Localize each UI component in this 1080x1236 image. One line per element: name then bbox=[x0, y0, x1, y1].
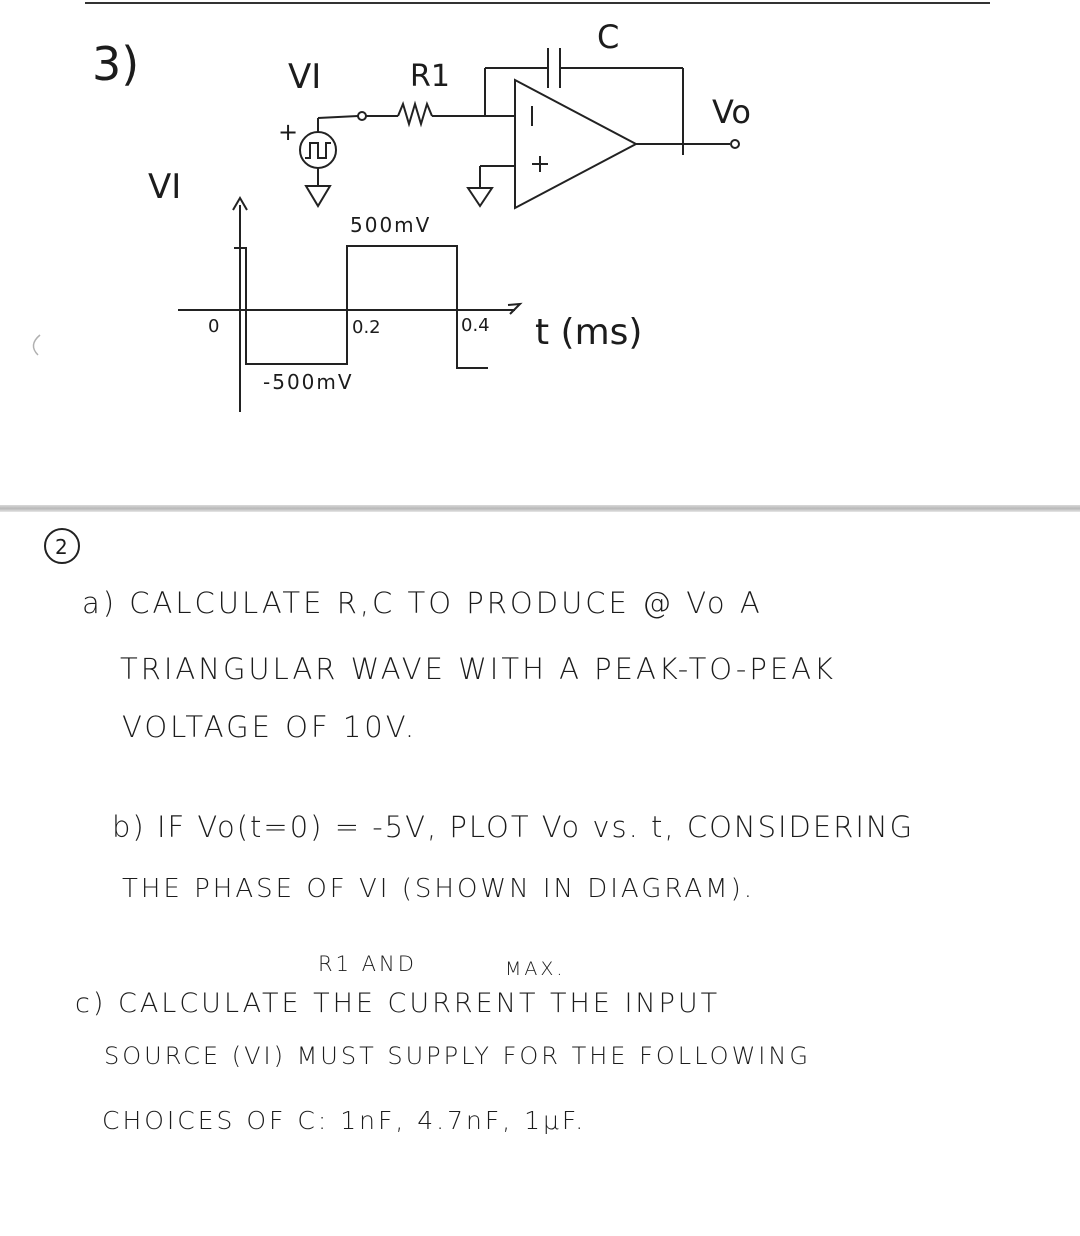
waveform-t2-label: 0.4 bbox=[461, 315, 490, 336]
part-b-line-2: THE PHASE OF VI (SHOWN IN DIAGRAM). bbox=[122, 874, 756, 904]
part-c-line-2: SOURCE (VI) MUST SUPPLY FOR THE FOLLOWIN… bbox=[104, 1042, 811, 1070]
part-c-line-1: c) CALCULATE THE CURRENT THE INPUT bbox=[75, 988, 721, 1019]
part-c-insert-max: MAX. bbox=[505, 958, 566, 980]
part-a-line-2: TRIANGULAR WAVE WITH A PEAK-TO-PEAK bbox=[120, 652, 837, 686]
vi-axis-label: VI bbox=[148, 167, 181, 207]
part-a-line-1: a) CALCULATE R,C TO PRODUCE @ Vo A bbox=[82, 586, 763, 620]
circuit-and-waveform-figure: 3) VI R1 C Vo + VI bbox=[32, 2, 990, 412]
part-b-line-1: b) IF Vo(t=0) = -5V, PLOT Vo vs. t, CONS… bbox=[112, 810, 915, 844]
margin-mark bbox=[32, 334, 41, 356]
waveform-high-label: 500mV bbox=[350, 213, 431, 237]
problem-3-number: 3) bbox=[92, 37, 139, 91]
r1-label: R1 bbox=[410, 59, 450, 94]
capacitor-c-icon bbox=[484, 48, 684, 155]
problem-2-number: 2 bbox=[55, 535, 68, 559]
part-a-line-3: VOLTAGE OF 10V. bbox=[122, 710, 418, 744]
vo-label: Vo bbox=[712, 93, 751, 131]
sheet-divider bbox=[0, 505, 1080, 512]
vi-source-label: VI bbox=[288, 57, 321, 97]
resistor-r1-icon bbox=[366, 100, 485, 128]
time-axis-label: t (ms) bbox=[535, 312, 642, 353]
waveform-t1-label: 0.2 bbox=[352, 317, 381, 338]
part-c-line-3: CHOICES OF C: 1nF, 4.7nF, 1μF. bbox=[102, 1106, 587, 1135]
waveform-t0-label: 0 bbox=[208, 316, 219, 337]
part-c-insert-r1: R1 AND bbox=[318, 952, 417, 976]
square-wave-source-icon bbox=[299, 111, 367, 208]
problem-3-sheet: 3) VI R1 C Vo + VI bbox=[0, 0, 1080, 505]
problem-2-sheet: 2 a) CALCULATE R,C TO PRODUCE @ Vo A TRI… bbox=[0, 512, 1080, 1236]
square-wave-plot bbox=[178, 196, 523, 412]
opamp-icon bbox=[466, 78, 740, 210]
capacitor-label: C bbox=[597, 18, 619, 56]
problem-2-number-badge: 2 bbox=[44, 528, 80, 564]
waveform-low-label: -500mV bbox=[263, 370, 354, 394]
source-plus-label: + bbox=[278, 118, 298, 146]
